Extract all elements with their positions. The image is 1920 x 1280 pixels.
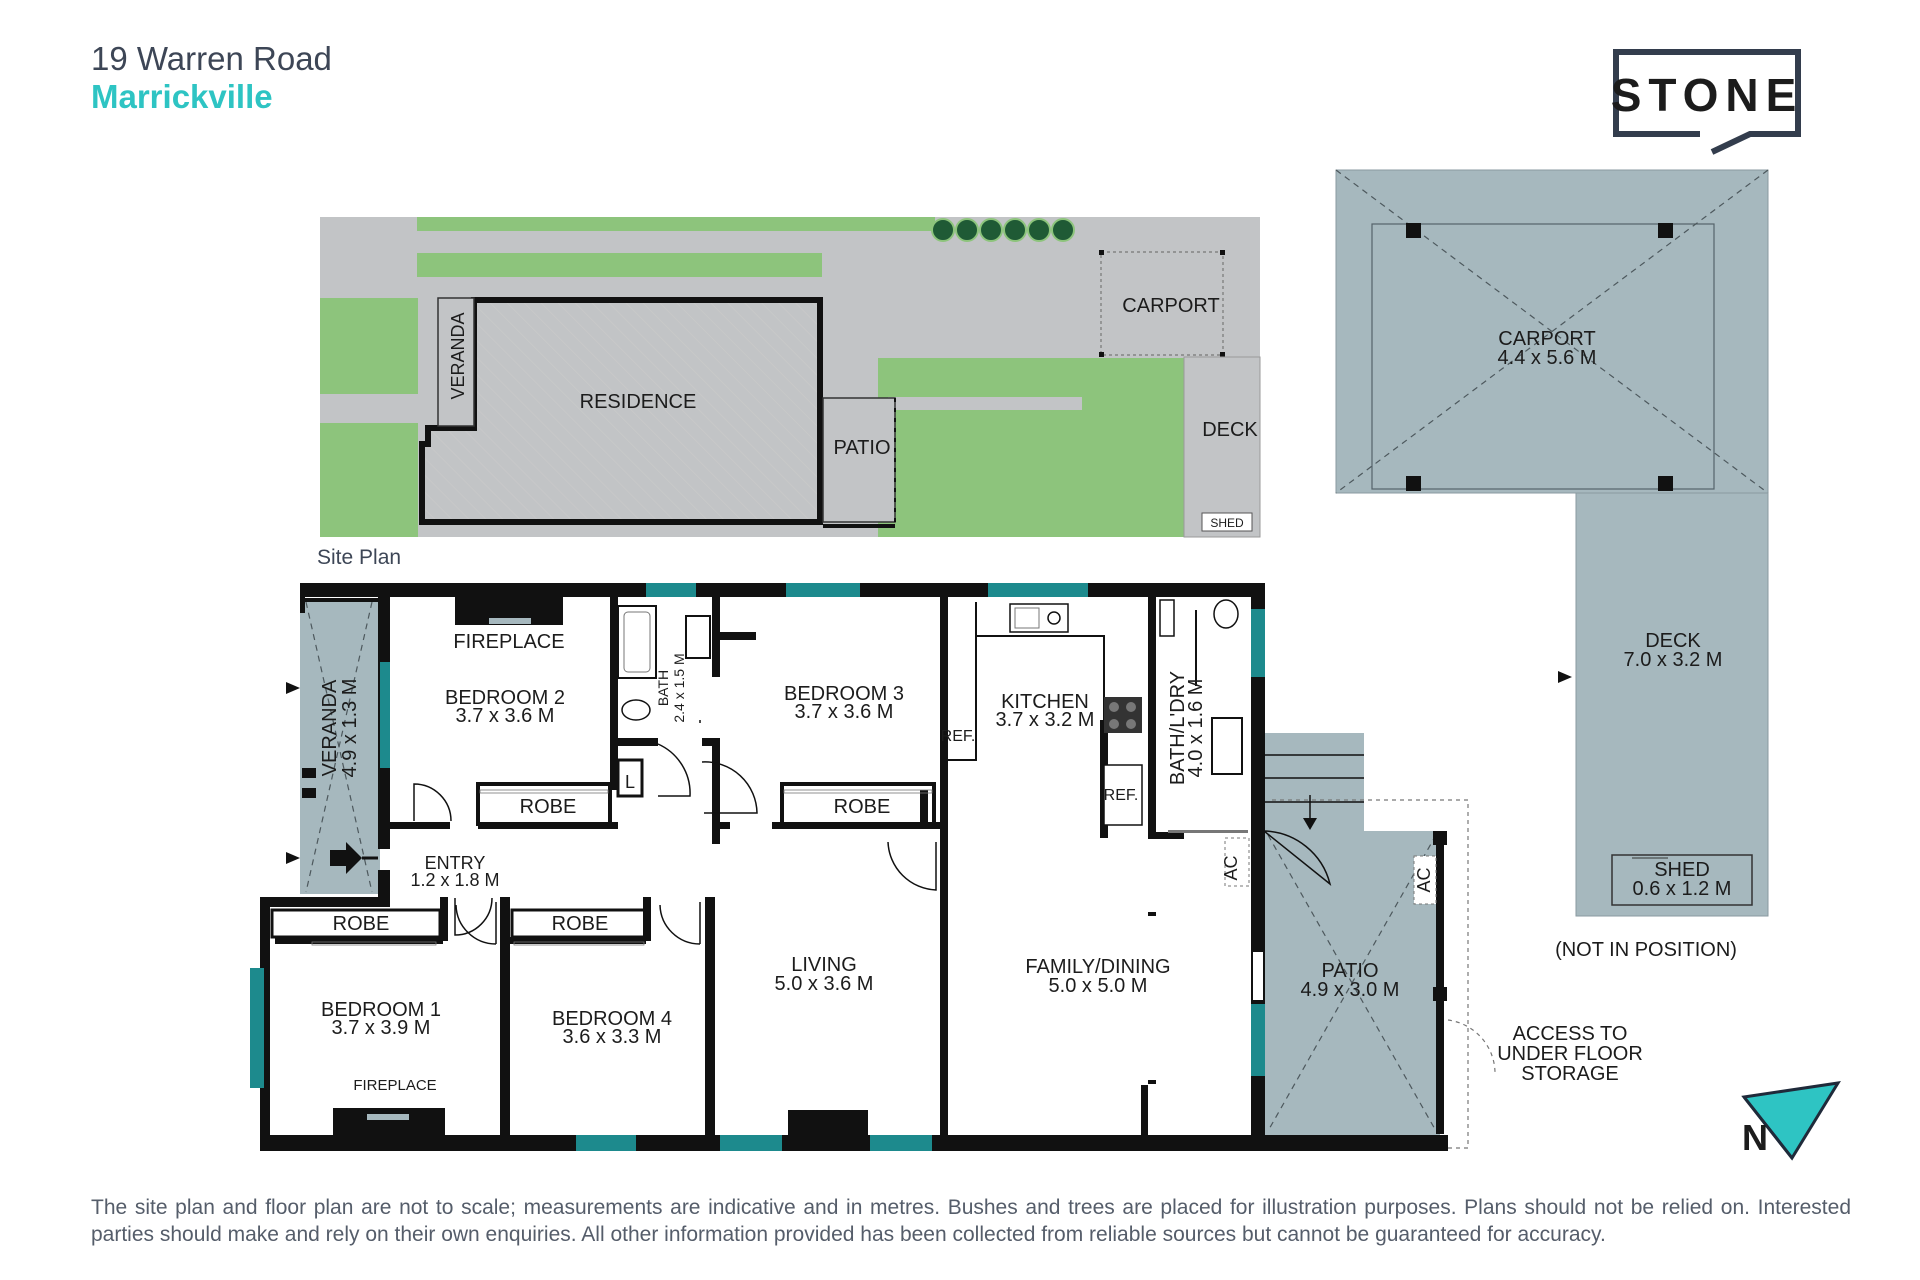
label-family-dining-size: 5.0 x 5.0 M: [1049, 975, 1148, 997]
label-family-dining-name: FAMILY/DINING: [1025, 956, 1170, 978]
lawn-strip: [417, 253, 822, 277]
label-ac-inside: AC: [1221, 855, 1241, 880]
deck-area: [1575, 492, 1769, 917]
residence-outline: [419, 297, 823, 525]
path-rear: [888, 397, 1082, 410]
label-access-line1: ACCESS TO: [1513, 1023, 1628, 1045]
label-bedroom4-name: BEDROOM 4: [552, 1008, 672, 1030]
site-plan: CARPORT VERANDA RESIDENCE PATIO DECK SHE…: [320, 217, 1261, 538]
label-veranda-name: VERANDA: [319, 679, 341, 776]
label-bedroom3-name: BEDROOM 3: [784, 683, 904, 705]
carport-frame: [1371, 223, 1715, 490]
label-linen: L: [625, 772, 635, 792]
label-patio-size: 4.9 x 3.0 M: [1301, 979, 1400, 1001]
label-bedroom2-size: 3.7 x 3.6 M: [456, 705, 555, 727]
label-veranda-size: 4.9 x 1.3 M: [339, 679, 361, 778]
property-address: 19 Warren Road: [91, 40, 332, 77]
deck-size: 7.0 x 3.2 M: [1624, 649, 1723, 671]
label-robe-bedroom3: ROBE: [834, 796, 891, 818]
patio-stairs: [1264, 733, 1364, 831]
label-entry-size: 1.2 x 1.8 M: [410, 870, 499, 890]
label-kitchen-name: KITCHEN: [1001, 691, 1089, 713]
label-bath-size: 2.4 x 1.5 M: [671, 653, 687, 722]
label-bedroom1-size: 3.7 x 3.9 M: [332, 1017, 431, 1039]
label-kitchen-size: 3.7 x 3.2 M: [996, 709, 1095, 731]
site-label-deck: DECK: [1202, 419, 1258, 441]
label-robe-bedroom2: ROBE: [520, 796, 577, 818]
carport-name: CARPORT: [1498, 328, 1595, 350]
carport-deck: CARPORT 4.4 x 5.6 M DECK 7.0 x 3.2 M SHE…: [1335, 169, 1769, 961]
site-veranda: [437, 297, 475, 427]
label-entry-name: ENTRY: [425, 853, 486, 873]
property-suburb: Marrickville: [91, 78, 273, 115]
label-bedroom3-size: 3.7 x 3.6 M: [795, 701, 894, 723]
lawn-front: [320, 298, 418, 394]
label-bath-name: BATH: [655, 670, 671, 706]
label-access-line2: UNDER FLOOR: [1497, 1043, 1643, 1065]
logo-text: STONE: [1612, 69, 1802, 121]
label-ac-patio: AC: [1414, 867, 1434, 892]
label-ref-kitchen: REF.: [941, 728, 976, 745]
label-bedroom1-name: BEDROOM 1: [321, 999, 441, 1021]
not-in-position-note: (NOT IN POSITION): [1555, 939, 1737, 961]
label-living-name: LIVING: [791, 954, 857, 976]
compass-letter: N: [1742, 1117, 1768, 1158]
label-robe-bedroom1: ROBE: [333, 913, 390, 935]
label-robe-bedroom4: ROBE: [552, 913, 609, 935]
label-access-line3: STORAGE: [1521, 1063, 1618, 1085]
label-living-size: 5.0 x 3.6 M: [775, 973, 874, 995]
lawn-strip-top: [417, 217, 935, 231]
label-bedroom4-size: 3.6 x 3.3 M: [563, 1026, 662, 1048]
site-label-residence: RESIDENCE: [580, 391, 697, 413]
site-carport: [1100, 251, 1224, 356]
label-patio-name: PATIO: [1321, 960, 1378, 982]
site-shed: [1201, 512, 1253, 532]
disclaimer-text: The site plan and floor plan are not to …: [91, 1196, 1851, 1246]
lawn-rear: [878, 358, 1185, 537]
stone-logo: STONE: [1612, 49, 1802, 155]
shed-name: SHED: [1654, 859, 1710, 881]
site-label-carport: CARPORT: [1122, 295, 1219, 317]
label-bath-laundry-size: 4.0 x 1.6 M: [1185, 679, 1207, 778]
shed-size: 0.6 x 1.2 M: [1633, 878, 1732, 900]
site-deck: [1183, 356, 1261, 538]
title-block: 19 Warren Road Marrickville: [91, 40, 332, 116]
site-label-veranda: VERANDA: [448, 312, 468, 399]
site-plan-caption: Site Plan: [317, 546, 402, 569]
carport-size: 4.4 x 5.6 M: [1498, 347, 1597, 369]
shed-outline: [1611, 854, 1753, 906]
site-label-patio: PATIO: [833, 437, 890, 459]
deck-name: DECK: [1645, 630, 1701, 652]
label-fireplace-top: FIREPLACE: [453, 631, 564, 653]
site-patio: [822, 397, 896, 523]
hedge-bushes: [931, 218, 1075, 242]
label-bath-laundry-name: BATH/L'DRY: [1167, 671, 1189, 785]
veranda-area: [300, 598, 380, 894]
label-bedroom2-name: BEDROOM 2: [445, 687, 565, 709]
house-plan: FIREPLACE BEDROOM 2 3.7 x 3.6 M BATH 2.4…: [250, 583, 1643, 1151]
site-label-shed: SHED: [1210, 516, 1244, 530]
lawn-front-lower: [320, 423, 418, 537]
label-ref-pantry: REF.: [1104, 787, 1139, 804]
north-arrow-icon: N: [1741, 1081, 1841, 1161]
label-fireplace-bottom: FIREPLACE: [353, 1077, 436, 1094]
